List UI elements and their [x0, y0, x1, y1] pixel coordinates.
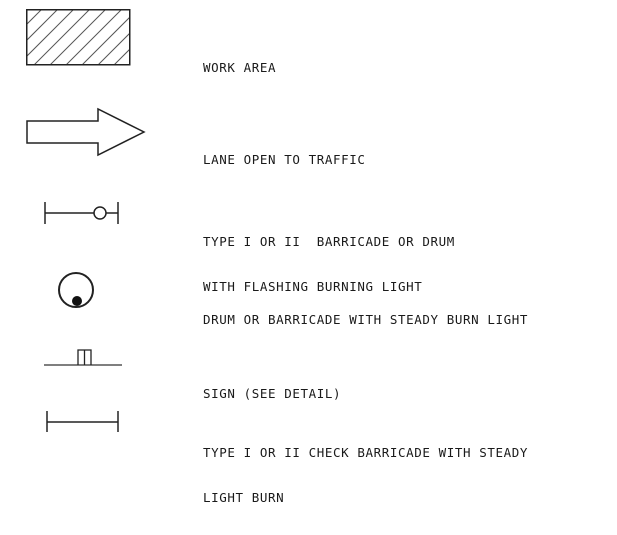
legend-label-lane-open: LANE OPEN TO TRAFFIC — [203, 152, 366, 167]
drum-steady-light-icon — [57, 271, 99, 313]
legend-label-check-barricade: TYPE I OR II CHECK BARRICADE WITH STEADY… — [203, 445, 529, 505]
legend-label-work-area: WORK AREA — [203, 60, 277, 75]
check-barricade-icon — [46, 408, 124, 436]
legend-label-barricade-flashing: TYPE I OR II BARRICADE OR DRUM WITH FLAS… — [203, 234, 455, 294]
traffic-control-legend: WORK AREA LANE OPEN TO TRAFFIC TYPE I OR… — [26, 9, 529, 505]
barricade-with-light-icon — [44, 199, 124, 229]
right-arrow-icon — [26, 107, 146, 157]
hatched-rectangle-icon — [26, 9, 132, 67]
legend-label-sign: SIGN (SEE DETAIL) — [203, 386, 342, 401]
legend-label-drum-steady: DRUM OR BARRICADE WITH STEADY BURN LIGHT — [203, 312, 529, 327]
sign-icon — [44, 345, 124, 371]
